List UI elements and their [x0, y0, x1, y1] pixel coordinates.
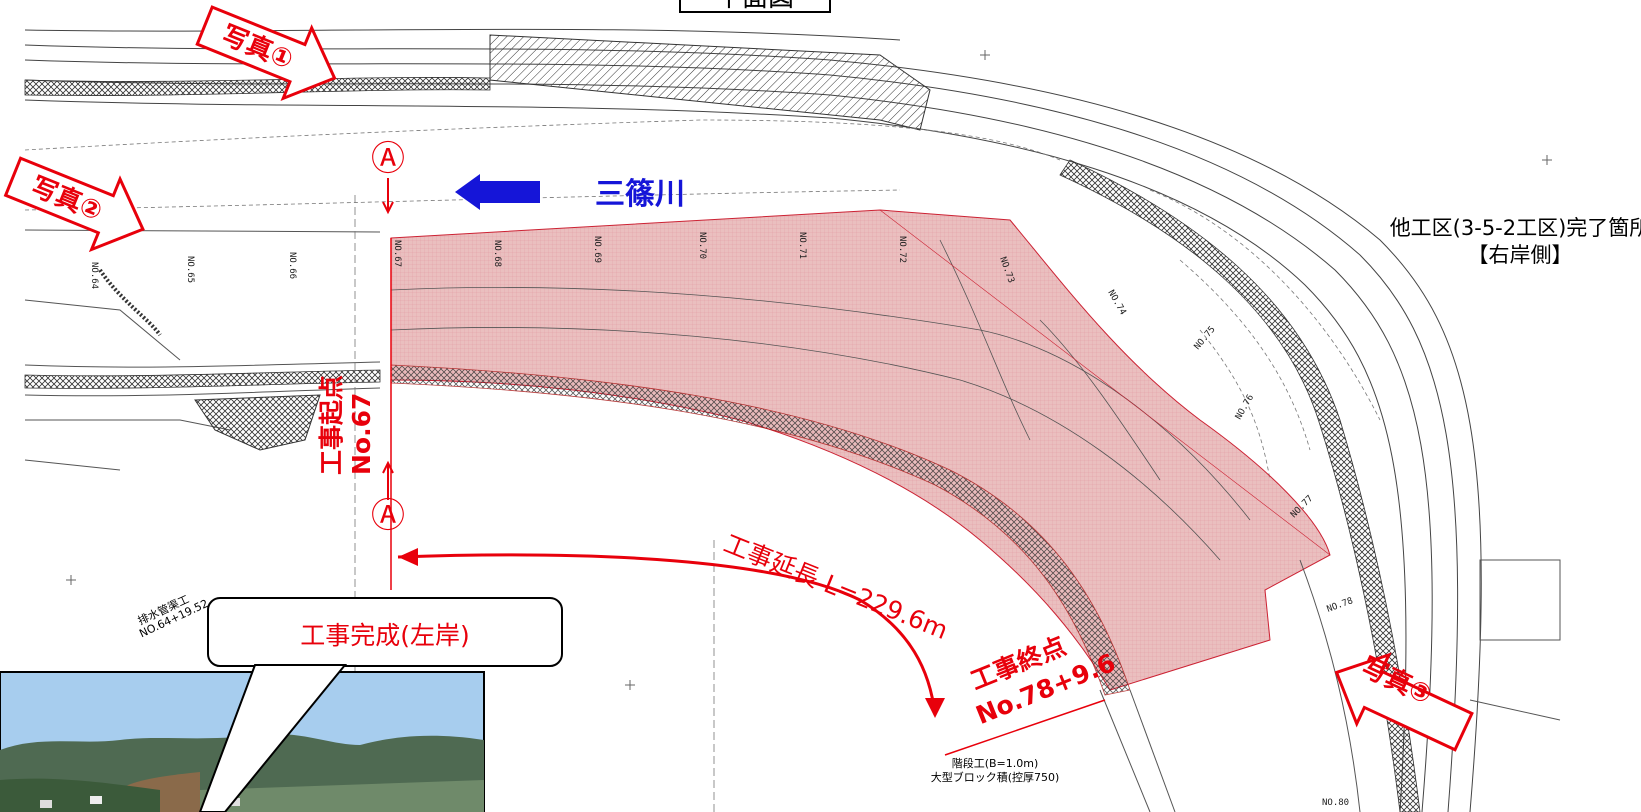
section-marker-top-arrowhead	[382, 201, 394, 215]
other-section-line2: 【右岸側】	[1468, 243, 1573, 267]
photo-arrow-1: 写真①	[195, 5, 337, 102]
station-label: NO.64	[89, 262, 99, 289]
vertical-guides	[354, 195, 715, 812]
station-label: NO.76	[1234, 393, 1256, 421]
title-text: 平面図	[716, 0, 794, 13]
start-point-station: No.67	[347, 393, 376, 475]
other-section-line1: 他工区(3-5-2工区)完了箇所	[1390, 216, 1641, 240]
section-marker-top: Ⓐ	[371, 139, 405, 179]
length-arrow	[397, 553, 937, 716]
start-point-label: 工事起点 No.67	[317, 375, 376, 475]
contours	[24, 119, 1381, 481]
callout-tail	[198, 664, 348, 812]
completion-callout-text: 工事完成(左岸)	[300, 621, 470, 650]
stair-note-line2: 大型ブロック積(控厚750)	[931, 770, 1060, 784]
start-point-title: 工事起点	[317, 375, 346, 475]
station-label: NO.68	[492, 240, 502, 267]
station-label: NO.74	[1105, 289, 1127, 317]
upper-block-band	[24, 77, 491, 96]
station-label: NO.72	[897, 236, 907, 263]
river-name: 三篠川	[595, 177, 685, 212]
station-label: NO.80	[1322, 798, 1349, 808]
length-label: 工事延長 L=229.6m	[720, 529, 952, 645]
station-label: NO.66	[287, 252, 297, 279]
station-label: NO.69	[592, 236, 602, 263]
length-arrow-end-head	[925, 698, 945, 718]
lower-linework	[1099, 559, 1561, 812]
station-label: NO.67	[392, 240, 402, 267]
drain-note: 排水管渠工 NO.64+19.52	[135, 592, 210, 640]
left-block-band	[24, 369, 381, 389]
length-arrow-start-head	[398, 548, 418, 566]
work-area-linework	[390, 209, 1331, 561]
left-linework	[24, 229, 381, 471]
section-marker-bottom: Ⓐ	[371, 496, 405, 536]
right-revetment	[1059, 159, 1421, 812]
left-hatched-area	[194, 394, 321, 451]
upper-embankment	[489, 34, 931, 131]
station-label: NO.70	[697, 232, 707, 259]
end-point-line	[944, 699, 1106, 756]
station-label: NO.78	[1326, 596, 1355, 615]
completion-callout: 工事完成(左岸)	[207, 597, 563, 667]
station-label: NO.71	[797, 232, 807, 259]
title-box: 平面図	[679, 0, 831, 13]
stair-note-line1: 階段工(B=1.0m)	[952, 756, 1039, 770]
river-flow-arrow	[455, 174, 540, 210]
photo-arrow-2: 写真②	[3, 156, 145, 253]
station-label: NO.65	[185, 256, 195, 283]
